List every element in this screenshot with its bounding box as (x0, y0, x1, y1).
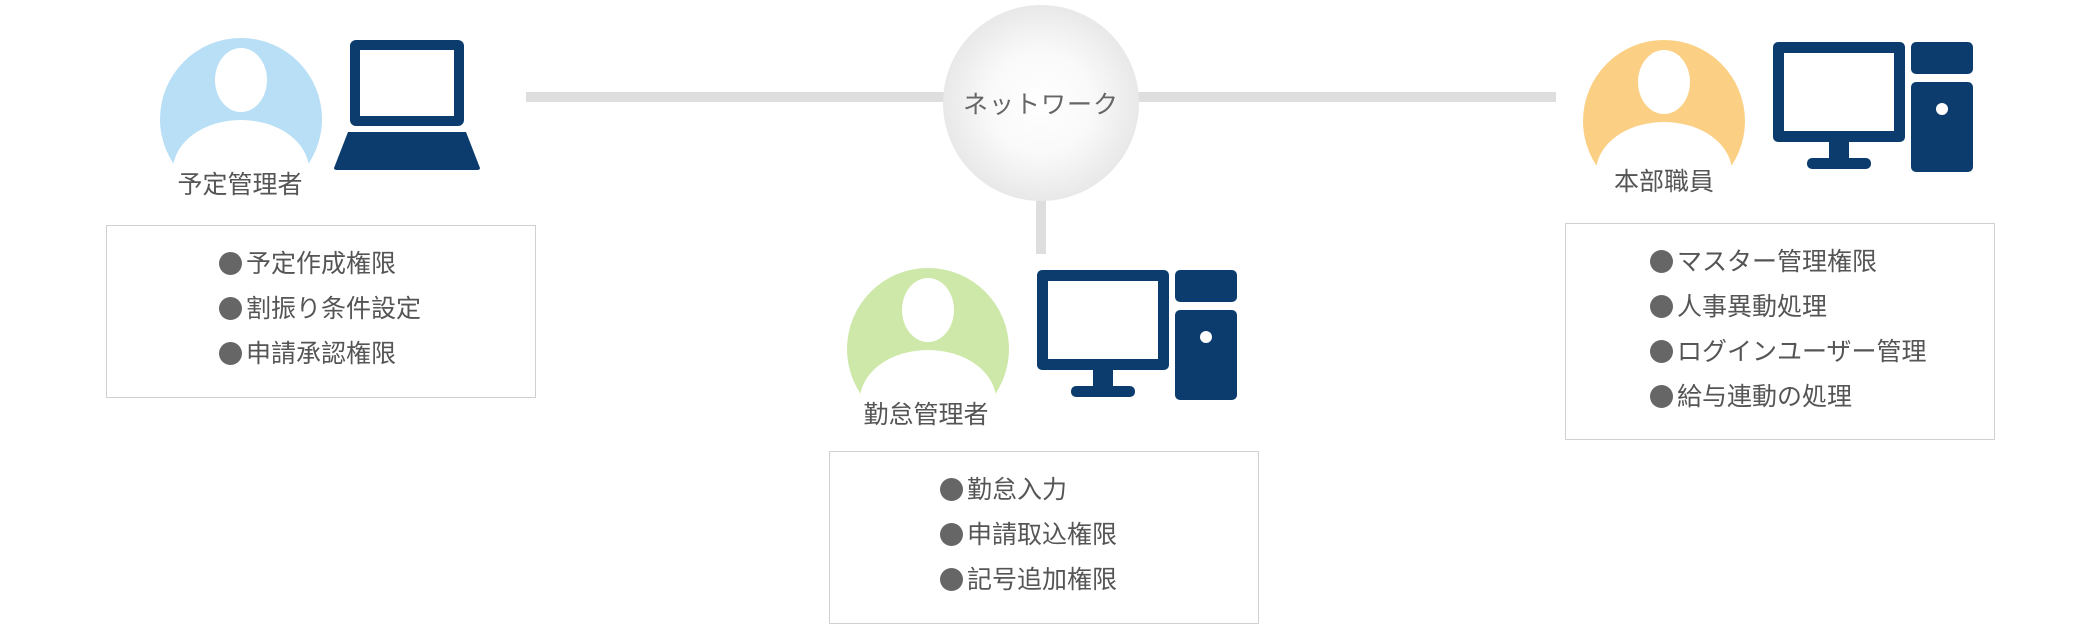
desktop-computer-icon (1773, 42, 1973, 172)
permission-item: 人事異動処理 (1650, 284, 1927, 329)
bullet-icon (940, 478, 963, 501)
user-avatar-icon (847, 268, 1009, 394)
permission-item: 申請承認権限 (219, 331, 421, 376)
permission-item: マスター管理権限 (1650, 239, 1927, 284)
bullet-icon (1650, 385, 1673, 408)
link-down (1036, 198, 1046, 254)
link-right (1136, 92, 1556, 102)
role-label: 勤怠管理者 (863, 400, 989, 429)
bullet-icon (940, 523, 963, 546)
bullet-icon (219, 342, 242, 365)
permission-box: 勤怠入力 申請取込権限 記号追加権限 (829, 451, 1259, 624)
bullet-icon (940, 568, 963, 591)
permission-list: 勤怠入力 申請取込権限 記号追加権限 (940, 467, 1117, 602)
bullet-icon (219, 297, 242, 320)
desktop-computer-icon (1037, 270, 1237, 400)
permission-item: 予定作成権限 (219, 241, 421, 286)
permission-box: 予定作成権限 割振り条件設定 申請承認権限 (106, 225, 536, 398)
bullet-icon (219, 252, 242, 275)
user-avatar-icon (1583, 40, 1745, 166)
permission-list: 予定作成権限 割振り条件設定 申請承認権限 (219, 241, 421, 376)
role-label: 本部職員 (1613, 167, 1714, 196)
bullet-icon (1650, 250, 1673, 273)
hub-label: ネットワーク (962, 90, 1119, 119)
permission-item: 申請取込権限 (940, 512, 1117, 557)
permission-item: 勤怠入力 (940, 467, 1117, 512)
user-avatar-icon (160, 38, 322, 164)
permission-list: マスター管理権限 人事異動処理 ログインユーザー管理 給与連動の処理 (1650, 239, 1927, 419)
laptop-icon (334, 40, 480, 170)
role-label: 予定管理者 (177, 170, 303, 199)
permission-item: 記号追加権限 (940, 557, 1117, 602)
permission-item: 割振り条件設定 (219, 286, 421, 331)
link-left (526, 92, 946, 102)
bullet-icon (1650, 295, 1673, 318)
network-hub: ネットワーク (943, 5, 1139, 201)
bullet-icon (1650, 340, 1673, 363)
permission-box: マスター管理権限 人事異動処理 ログインユーザー管理 給与連動の処理 (1565, 223, 1995, 440)
permission-item: ログインユーザー管理 (1650, 329, 1927, 374)
permission-item: 給与連動の処理 (1650, 374, 1927, 419)
